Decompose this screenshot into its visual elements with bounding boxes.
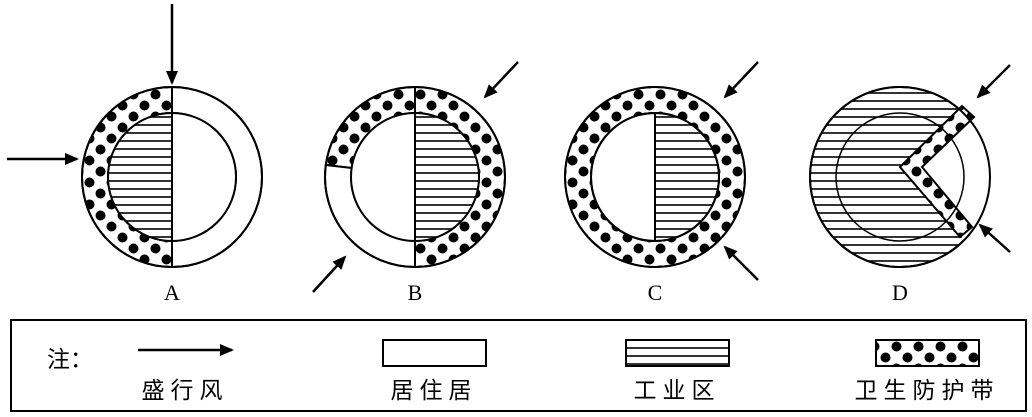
diagram-d — [809, 64, 1011, 268]
residential-zone — [171, 111, 237, 243]
legend-label-wind: 盛行风 — [142, 378, 229, 404]
wind-arrow — [978, 223, 1011, 253]
diagram-label: C — [648, 280, 663, 305]
diagram-c — [564, 61, 759, 281]
legend-label-buffer: 卫生防护带 — [855, 378, 1000, 404]
legend-buffer-swatch — [875, 339, 980, 367]
legend-residential-swatch — [382, 339, 487, 367]
wind-arrow — [483, 61, 519, 99]
residential-zone — [922, 115, 996, 239]
wind-arrow — [976, 64, 1011, 99]
legend-label-residential: 居住居 — [391, 378, 478, 404]
diagram-label: B — [408, 280, 423, 305]
buffer-zone — [898, 104, 976, 239]
legend-label-industrial: 工业区 — [634, 378, 721, 404]
industrial-zone — [414, 111, 480, 243]
residential-zone — [350, 111, 416, 243]
legend-box — [10, 319, 1027, 412]
wind-arrow — [312, 255, 347, 293]
legend-note: 注： — [47, 347, 93, 373]
diagram-label: A — [164, 280, 180, 305]
diagram-b — [312, 61, 519, 293]
wind-arrow — [723, 245, 759, 281]
wind-arrow — [723, 61, 759, 99]
legend-industrial-swatch — [625, 339, 730, 367]
industrial-zone — [107, 111, 173, 243]
diagram-a — [7, 4, 263, 269]
diagram-label: D — [892, 280, 908, 305]
